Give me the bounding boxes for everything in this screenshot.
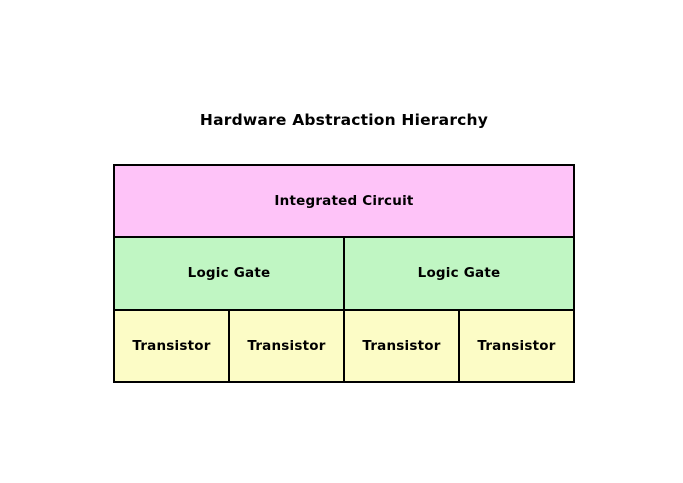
node-integrated-circuit: Integrated Circuit — [115, 166, 573, 237]
node-logic-gate-2: Logic Gate — [345, 238, 573, 309]
node-transistor-1: Transistor — [115, 310, 228, 381]
node-transistor-4: Transistor — [460, 310, 573, 381]
node-logic-gate-1: Logic Gate — [115, 238, 343, 309]
node-transistor-2: Transistor — [230, 310, 343, 381]
node-transistor-3: Transistor — [345, 310, 458, 381]
hierarchy-diagram: Integrated Circuit Logic Gate Logic Gate… — [113, 164, 575, 383]
page-title: Hardware Abstraction Hierarchy — [199, 111, 489, 129]
